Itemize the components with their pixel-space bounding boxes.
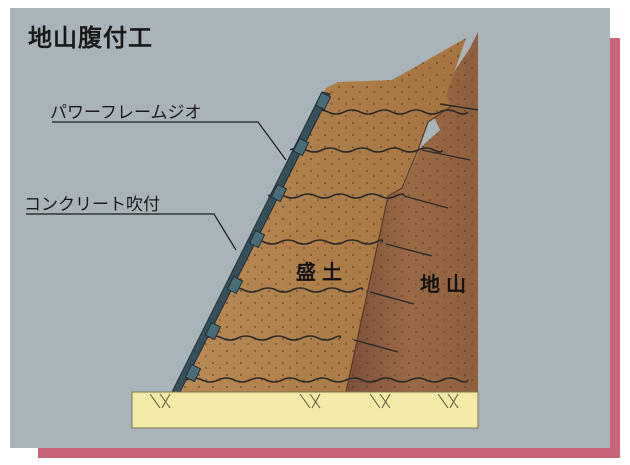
base-ground	[131, 391, 479, 429]
boundary-line	[345, 105, 453, 393]
geogrid-layer	[185, 377, 469, 383]
diagram-title: 地山腹付工	[28, 24, 153, 52]
power-frame-blocks	[184, 91, 332, 383]
base-hatch	[149, 393, 459, 409]
natural-ground-texture	[342, 32, 478, 392]
ground-anchors	[353, 103, 479, 353]
geogrid-layer	[247, 239, 384, 245]
natural-ground-label: 地山	[420, 272, 472, 296]
fill-embankment-texture	[176, 38, 466, 392]
fill-label: 盛土	[296, 260, 348, 284]
geogrid-layer	[311, 109, 469, 115]
shotcrete-label: コンクリート吹付	[24, 195, 160, 215]
geogrid-layer	[267, 193, 405, 199]
geogrid-layer	[205, 335, 342, 341]
frame-leader-line	[52, 121, 287, 161]
geogrid-layer	[227, 287, 364, 293]
geogrid-layer	[289, 147, 443, 153]
shotcrete-leader-line	[26, 213, 237, 251]
frame-label: パワーフレームジオ	[50, 103, 202, 123]
geogrid-layers	[185, 109, 469, 383]
